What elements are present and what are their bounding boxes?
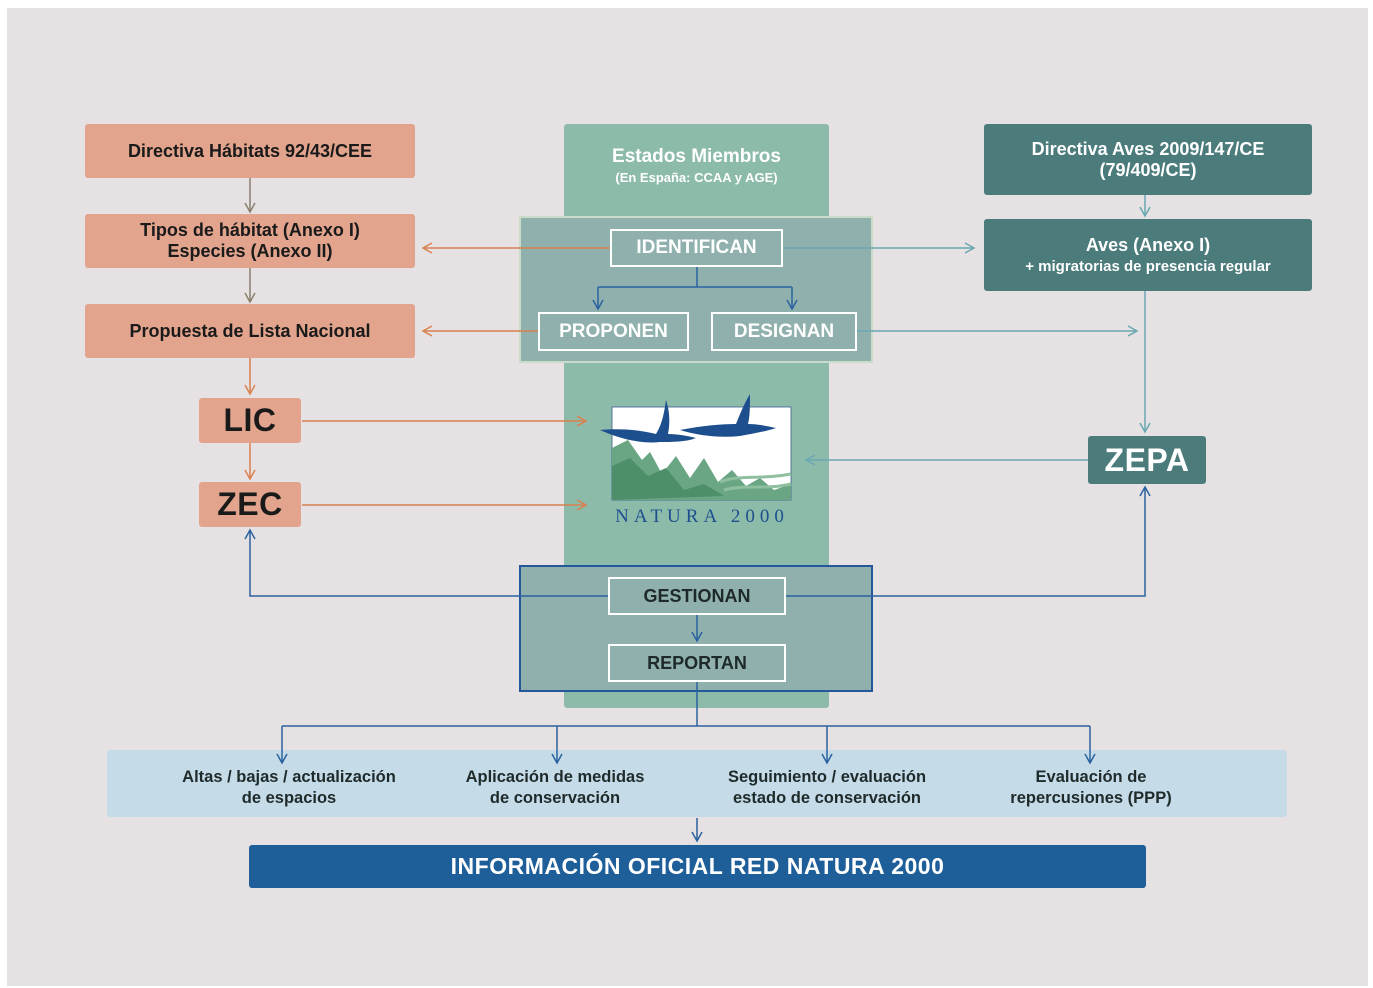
estados-miembros-heading: Estados Miembros (En España: CCAA y AGE): [564, 146, 829, 185]
directiva-aves-box: Directiva Aves 2009/147/CE (79/409/CE): [984, 124, 1312, 195]
output-label-line2: de espacios: [241, 789, 337, 808]
output-label-line2: de conservación: [489, 789, 621, 808]
output-medidas-conservacion: Aplicación de medidas de conservación: [428, 767, 682, 810]
output-repercusiones: Evaluación de repercusiones (PPP): [980, 767, 1202, 810]
identifican-box: IDENTIFICAN: [610, 229, 783, 267]
natura-2000-logo-text: NATURA 2000: [615, 506, 789, 526]
zec-label: ZEC: [217, 486, 283, 523]
estados-miembros-subtitle: (En España: CCAA y AGE): [615, 170, 778, 185]
designan-label: DESIGNAN: [733, 320, 835, 342]
natura-2000-logo: NATURA 2000: [600, 394, 796, 527]
migratorias-label: + migratorias de presencia regular: [1025, 258, 1271, 276]
directiva-aves-label: Directiva Aves 2009/147/CE: [1031, 138, 1265, 159]
aves-anexo-label: Aves (Anexo I): [1085, 234, 1211, 255]
aves-anexo-box: Aves (Anexo I) + migratorias de presenci…: [984, 219, 1312, 291]
tipos-habitat-box: Tipos de hábitat (Anexo I) Especies (Ane…: [85, 214, 415, 268]
directiva-habitats-box: Directiva Hábitats 92/43/CEE: [85, 124, 415, 178]
output-label-line1: Seguimiento / evaluación: [727, 768, 927, 786]
propuesta-lista-label: Propuesta de Lista Nacional: [129, 320, 371, 341]
gestionan-box: GESTIONAN: [608, 577, 786, 615]
zepa-label: ZEPA: [1104, 441, 1190, 478]
directiva-aves-old-label: (79/409/CE): [1099, 159, 1197, 180]
output-altas-bajas: Altas / bajas / actualización de espacio…: [147, 767, 431, 810]
gestionan-label: GESTIONAN: [643, 585, 751, 606]
zec-box: ZEC: [199, 482, 301, 527]
manage-report-box: [519, 565, 873, 692]
proponen-box: PROPONEN: [538, 312, 689, 351]
informacion-oficial-banner: INFORMACIÓN OFICIAL RED NATURA 2000: [249, 845, 1146, 888]
zepa-box: ZEPA: [1088, 436, 1206, 484]
output-seguimiento: Seguimiento / evaluación estado de conse…: [690, 767, 964, 810]
especies-label: Especies (Anexo II): [167, 241, 333, 261]
reportan-box: REPORTAN: [608, 644, 786, 682]
output-label-line1: Aplicación de medidas: [465, 768, 645, 786]
identifican-label: IDENTIFICAN: [636, 237, 757, 258]
informacion-oficial-label: INFORMACIÓN OFICIAL RED NATURA 2000: [450, 853, 945, 880]
lic-label: LIC: [223, 402, 277, 439]
output-label-line2: repercusiones (PPP): [1010, 789, 1172, 808]
propuesta-lista-box: Propuesta de Lista Nacional: [85, 304, 415, 358]
output-label-line1: Evaluación de: [1035, 768, 1147, 786]
output-label-line1: Altas / bajas / actualización: [182, 768, 396, 786]
lic-box: LIC: [199, 398, 301, 443]
proponen-label: PROPONEN: [559, 320, 668, 342]
natura-2000-logo-graphic: NATURA 2000: [600, 394, 792, 527]
directiva-habitats-label: Directiva Hábitats 92/43/CEE: [127, 140, 373, 161]
tipos-habitat-label: Tipos de hábitat (Anexo I): [140, 220, 360, 241]
output-label-line2: estado de conservación: [733, 789, 921, 808]
estados-miembros-title: Estados Miembros: [612, 146, 781, 167]
designan-box: DESIGNAN: [711, 312, 857, 351]
identify-propose-designate-box: [519, 216, 873, 363]
reportan-label: REPORTAN: [647, 652, 747, 673]
